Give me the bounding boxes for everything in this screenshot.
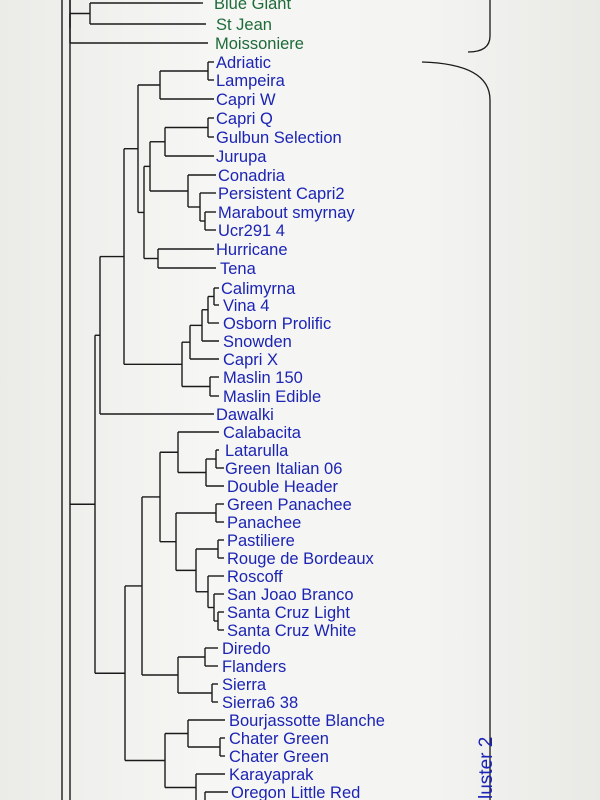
leaf-label: Sierra6 38 [222, 694, 298, 712]
leaf-label: Marabout smyrnay [218, 204, 355, 222]
leaf-label: Flanders [222, 658, 286, 676]
leaf-label: Green Panachee [227, 496, 352, 514]
leaf-label: Maslin 150 [223, 369, 303, 387]
leaf-label: Conadria [218, 167, 286, 185]
cluster-2-bracket [421, 61, 491, 800]
leaf-label: Adriatic [216, 54, 271, 72]
leaf-label: Roscoff [227, 568, 283, 586]
leaf-label: Chater Green [229, 730, 329, 748]
leaf-label: St Jean [216, 16, 272, 34]
leaf-label: Calimyrna [221, 280, 296, 298]
leaf-label: Bourjassotte Blanche [229, 712, 385, 730]
leaf-label: Capri X [223, 351, 278, 369]
leaf-label: Rouge de Bordeaux [227, 550, 375, 568]
leaf-label: Moissoniere [215, 35, 304, 53]
leaf-label: Osborn Prolific [223, 315, 331, 333]
leaf-label: San Joao Branco [227, 586, 354, 604]
leaf-label: Chater Green [229, 748, 329, 766]
leaf-label: Santa Cruz Light [227, 604, 350, 622]
leaf-label: Jurupa [216, 148, 267, 166]
leaf-label: Diredo [222, 640, 271, 658]
leaf-label: Dawalki [216, 406, 274, 424]
leaf-label: Calabacita [223, 424, 302, 442]
leaf-label: Persistent Capri2 [218, 185, 345, 203]
leaf-label: Oregon Little Red [231, 784, 360, 800]
leaf-label: Ucr291 4 [218, 222, 285, 240]
leaf-label: Santa Cruz White [227, 622, 356, 640]
leaf-label: Panachee [227, 514, 301, 532]
leaf-label: Capri W [216, 91, 276, 109]
leaf-label: Pastiliere [227, 532, 295, 550]
leaf-label: Snowden [223, 333, 292, 351]
leaf-label: Vina 4 [223, 297, 270, 315]
cluster-1-bracket [467, 0, 491, 53]
leaf-label: Maslin Edible [223, 388, 321, 406]
leaf-label: Lampeira [216, 72, 286, 90]
leaf-label: Green Italian 06 [225, 460, 342, 478]
leaf-label: Hurricane [216, 241, 288, 259]
leaf-label: Capri Q [216, 110, 273, 128]
leaf-label: Sierra [222, 676, 267, 694]
cluster-2-label: luster 2 [476, 737, 497, 799]
leaf-label: Karayaprak [229, 766, 314, 784]
leaf-label: Tena [220, 260, 257, 278]
leaf-label: Blue Giant [214, 0, 291, 13]
leaf-label: Latarulla [225, 442, 289, 460]
leaf-label: Double Header [227, 478, 338, 496]
leaf-label: Gulbun Selection [216, 129, 342, 147]
